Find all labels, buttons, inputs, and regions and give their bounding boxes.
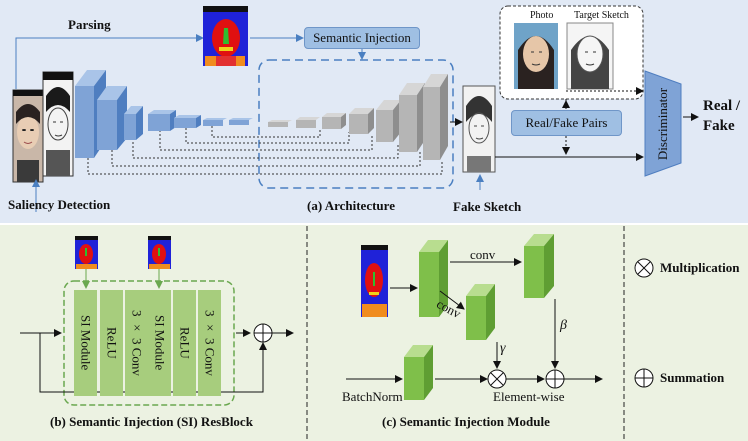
si-module-caption: (c) Semantic Injection Module <box>382 414 550 429</box>
resblock-si-module-2: SI Module <box>148 290 171 396</box>
gamma-label: γ <box>500 341 506 356</box>
elementwise-label: Element-wise <box>493 389 565 404</box>
saliency-sketch-image <box>42 71 74 177</box>
batchnorm-label: BatchNorm <box>342 389 403 404</box>
resblock-relu-2: ReLU <box>173 290 196 396</box>
parsing-arrow <box>15 34 204 89</box>
resblock-col-label: 3 × 3 Conv <box>129 310 145 376</box>
decoder-blocks <box>268 74 448 160</box>
resblock-col-label: ReLU <box>177 327 193 359</box>
target-sketch-image <box>566 22 614 90</box>
resblock-col-label: SI Module <box>78 315 94 371</box>
gamma-conv-block <box>466 284 495 340</box>
discriminator-block <box>644 70 682 177</box>
si-module-parsing-map <box>361 245 388 317</box>
encoder-blocks <box>75 70 253 158</box>
target-sketch-label: Target Sketch <box>574 10 629 21</box>
resblock-conv-2: 3 × 3 Conv <box>198 290 221 396</box>
resblock-caption: (b) Semantic Injection (SI) ResBlock <box>50 414 253 429</box>
multiplication-icon <box>634 258 654 278</box>
skip-connections <box>87 126 443 175</box>
resblock-parsing-map-2 <box>148 236 171 269</box>
conv-label-top: conv <box>470 247 496 262</box>
resblock-relu-1: ReLU <box>100 290 123 396</box>
input-photo-image <box>12 89 44 183</box>
resblock-parsing-map-1 <box>75 236 98 269</box>
real-fake-pairs-box: Real/Fake Pairs <box>511 110 622 136</box>
photo-image <box>514 23 558 89</box>
shared-conv-block <box>419 240 448 317</box>
multiplication-label: Multiplication <box>660 260 740 275</box>
output-fake-label: Fake <box>703 118 735 134</box>
resblock-region <box>63 280 235 406</box>
resblock-col-label: 3 × 3 Conv <box>202 310 218 376</box>
photo-label: Photo <box>530 10 554 21</box>
conv-to-gamma-arrow <box>439 290 465 310</box>
resblock-col-label: SI Module <box>152 315 168 371</box>
summation-label: Summation <box>660 370 725 385</box>
resblock-conv-1: 3 × 3 Conv <box>125 290 148 396</box>
resblock-col-label: ReLU <box>104 327 120 359</box>
saliency-detection-label: Saliency Detection <box>8 197 111 212</box>
discriminator-label: Discriminator <box>655 87 670 161</box>
fake-sketch-label: Fake Sketch <box>453 199 522 214</box>
output-real-label: Real / <box>703 98 741 114</box>
fake-sketch-image <box>462 85 496 173</box>
parsing-map-image <box>203 6 248 66</box>
beta-conv-block <box>524 234 554 298</box>
summation-icon <box>634 368 654 388</box>
batchnorm-block <box>404 345 433 400</box>
parsing-label: Parsing <box>68 17 111 32</box>
semantic-injection-box: Semantic Injection <box>304 27 420 49</box>
beta-label: β <box>560 318 567 333</box>
architecture-caption: (a) Architecture <box>307 198 395 213</box>
resblock-si-module-1: SI Module <box>74 290 97 396</box>
